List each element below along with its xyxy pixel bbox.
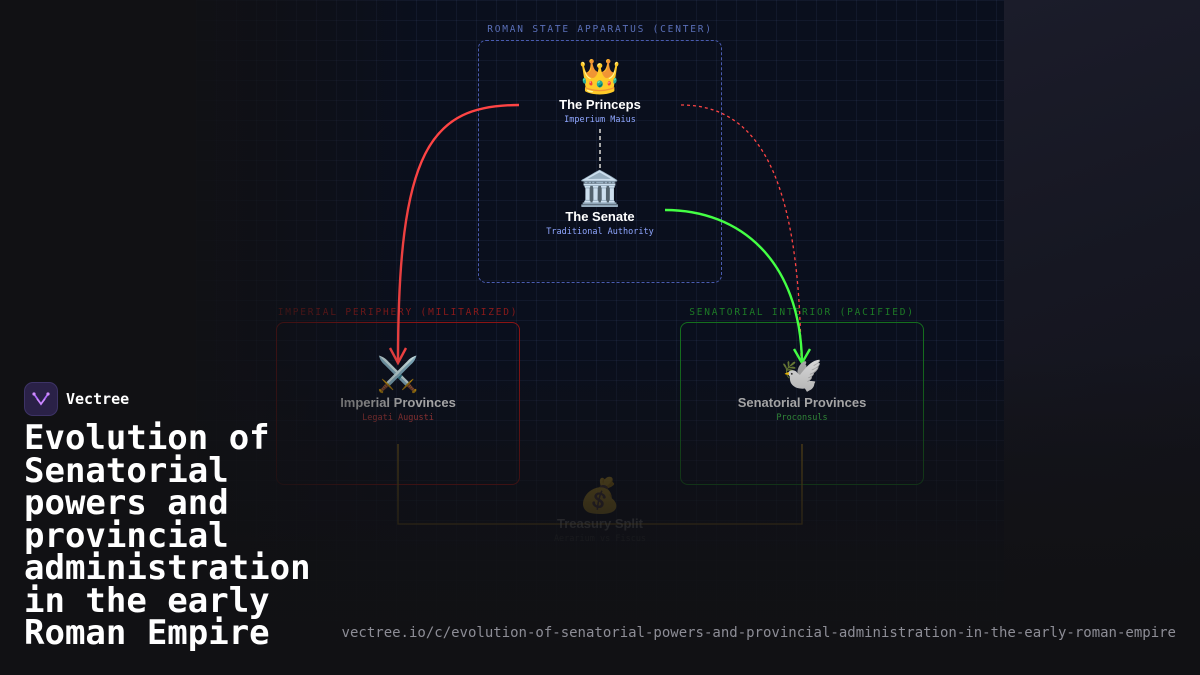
princeps-senatorial-dashed-arrow (680, 104, 802, 363)
node-senate-title: The Senate (565, 209, 635, 224)
node-senatorial-provinces[interactable]: 🕊️ Senatorial Provinces Proconsuls (738, 356, 867, 423)
classical-building-icon: 🏛️ (578, 169, 622, 209)
node-imperial-provinces[interactable]: ⚔️ Imperial Provinces Legati Augusti (340, 356, 456, 423)
node-senate[interactable]: 🏛️ The Senate Traditional Authority (546, 170, 653, 237)
node-imperial-title: Imperial Provinces (340, 395, 456, 410)
node-princeps-title: The Princeps (559, 97, 641, 112)
crown-icon: 👑 (578, 57, 622, 97)
node-senate-subtitle: Traditional Authority (546, 227, 654, 237)
vectree-logo-icon (24, 382, 58, 416)
source-url[interactable]: vectree.io/c/evolution-of-senatorial-pow… (341, 625, 1176, 641)
crossed-swords-icon: ⚔️ (376, 355, 420, 395)
princeps-imperial-arrow (396, 103, 520, 363)
brand-name: Vectree (66, 390, 130, 408)
dove-icon: 🕊️ (780, 355, 824, 395)
node-princeps[interactable]: 👑 The Princeps Imperium Maius (559, 58, 641, 125)
node-senatorial-title: Senatorial Provinces (737, 395, 867, 410)
money-bag-icon: 💰 (578, 476, 622, 516)
node-princeps-subtitle: Imperium Maius (564, 115, 636, 125)
node-imperial-subtitle: Legati Augusti (362, 413, 434, 423)
node-treasury[interactable]: 💰 Treasury Split Aerarium vs Fiscus (554, 477, 646, 544)
node-senatorial-subtitle: Proconsuls (776, 413, 828, 423)
brand[interactable]: Vectree (24, 382, 129, 416)
page-title: Evolution of Senatorial powers and provi… (24, 418, 311, 653)
node-treasury-title: Treasury Split (557, 516, 643, 531)
node-treasury-subtitle: Aerarium vs Fiscus (553, 534, 647, 544)
senate-senatorial-arrow (664, 208, 804, 363)
